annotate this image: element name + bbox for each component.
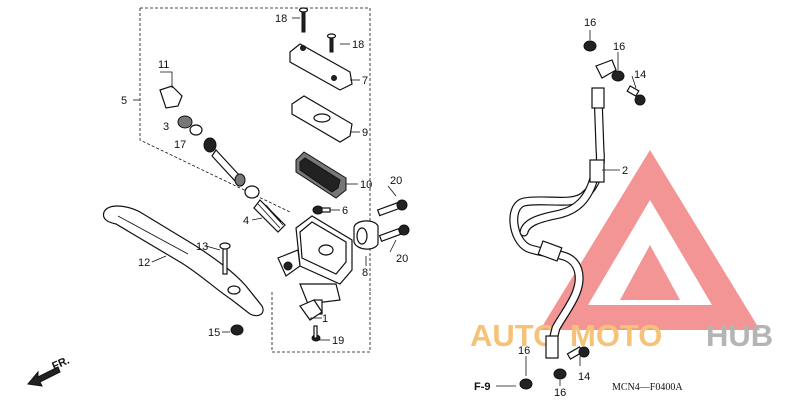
watermark-text-hub: HUB bbox=[706, 318, 773, 353]
watermark-text-auto: AUTO bbox=[470, 318, 557, 353]
diagram-code: MCN4—F0400A bbox=[612, 382, 683, 393]
screw-18-lower bbox=[326, 33, 337, 53]
callout-6: 6 bbox=[342, 205, 348, 217]
banjo-bolt-upper bbox=[583, 40, 646, 106]
watermark-triangle-logo bbox=[540, 150, 760, 330]
screw-6 bbox=[312, 205, 331, 215]
pivot-bolt-13 bbox=[219, 242, 231, 275]
callout-16a: 16 bbox=[584, 17, 596, 29]
callout-10: 10 bbox=[360, 179, 372, 191]
brake-lever bbox=[102, 205, 264, 317]
watermark: AUTO MOTO HUB bbox=[470, 150, 773, 353]
diaphragm bbox=[295, 151, 347, 199]
assembly-frame bbox=[139, 7, 371, 353]
callout-5: 5 bbox=[121, 95, 127, 107]
leader-lines bbox=[151, 17, 637, 386]
brake-hose bbox=[509, 59, 617, 359]
callout-17: 17 bbox=[174, 139, 186, 151]
reservoir-cap bbox=[289, 43, 353, 91]
callout-19: 19 bbox=[332, 335, 344, 347]
callout-7: 7 bbox=[362, 75, 368, 87]
callouts: 18 18 7 9 10 11 5 3 17 20 6 4 13 12 20 8… bbox=[121, 13, 646, 399]
nut-15 bbox=[230, 324, 244, 336]
callout-13: 13 bbox=[196, 241, 208, 253]
direction-label: FR. bbox=[50, 355, 71, 373]
diaphragm-plate bbox=[291, 95, 353, 143]
master-cylinder-body bbox=[277, 215, 353, 315]
banjo-bolt-lower bbox=[519, 346, 590, 390]
piston-set bbox=[159, 85, 286, 233]
bolt-20-lower bbox=[378, 224, 410, 243]
callout-1: 1 bbox=[322, 313, 328, 325]
callout-15: 15 bbox=[208, 327, 220, 339]
bolt-20-upper bbox=[376, 199, 408, 217]
callout-4: 4 bbox=[243, 215, 249, 227]
callout-9: 9 bbox=[362, 127, 368, 139]
section-reference: F-9 bbox=[474, 381, 491, 393]
callout-2: 2 bbox=[622, 165, 628, 177]
callout-16d: 16 bbox=[554, 387, 566, 399]
callout-11: 11 bbox=[158, 59, 169, 71]
direction-indicator: FR. bbox=[27, 355, 71, 387]
callout-12: 12 bbox=[138, 257, 150, 269]
brake-switch bbox=[299, 299, 323, 342]
front-arrow-icon bbox=[27, 366, 61, 387]
callout-8: 8 bbox=[362, 267, 368, 279]
callout-20b: 20 bbox=[396, 253, 408, 265]
callout-3: 3 bbox=[163, 121, 169, 133]
screw-18-upper bbox=[298, 7, 309, 33]
callout-20a: 20 bbox=[390, 175, 402, 187]
callout-18a: 18 bbox=[275, 13, 287, 25]
callout-14b: 14 bbox=[578, 371, 590, 383]
callout-16b: 16 bbox=[613, 41, 625, 53]
callout-18b: 18 bbox=[352, 39, 364, 51]
callout-16c: 16 bbox=[518, 345, 530, 357]
clamp bbox=[353, 220, 379, 250]
callout-14a: 14 bbox=[634, 69, 646, 81]
